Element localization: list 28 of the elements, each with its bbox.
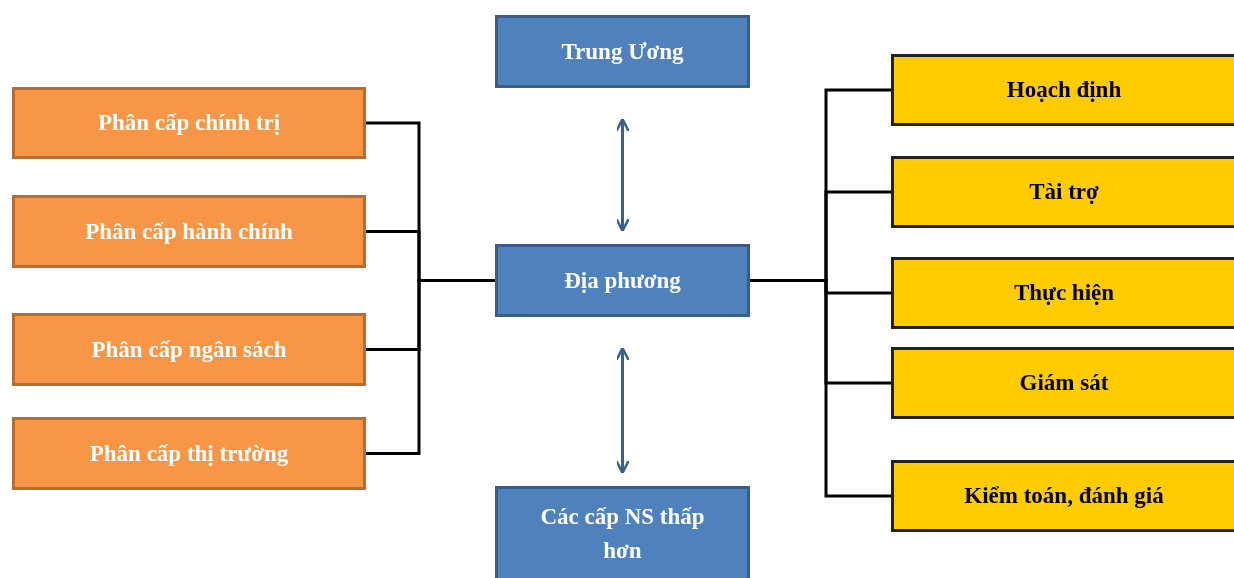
box-label: Giám sát	[1019, 369, 1109, 398]
box-label: Phân cấp hành chính	[85, 217, 293, 246]
box-label: Trung Ương	[561, 37, 684, 66]
level-box	[495, 486, 750, 578]
box-label: Phân cấp ngân sách	[91, 335, 287, 364]
box-label: Thực hiện	[1013, 279, 1115, 308]
connector-line	[750, 279, 891, 498]
decentralization-box	[12, 87, 366, 159]
level-box	[495, 15, 750, 88]
box-label: Phân cấp thị trường	[89, 439, 289, 468]
box-label: Tài trợ	[1029, 178, 1099, 207]
connector-line	[366, 279, 495, 455]
stage-box	[891, 54, 1234, 126]
double-arrow	[615, 346, 630, 475]
stage-box	[891, 257, 1234, 329]
box-label: Địa phương	[564, 266, 681, 295]
stage-box	[891, 460, 1234, 532]
box-label: Kiểm toán, đánh giá	[964, 482, 1164, 511]
box-label: Hoạch định	[1006, 76, 1122, 105]
decentralization-box	[12, 313, 366, 386]
double-arrow	[615, 117, 630, 233]
box-label: Phân cấp chính trị	[97, 109, 281, 138]
stage-box	[891, 347, 1234, 419]
decentralization-box	[12, 417, 366, 490]
box-label: Các cấp NS thấp hơn	[539, 503, 706, 565]
stage-box	[891, 156, 1234, 228]
decentralization-box	[12, 195, 366, 268]
level-box	[495, 244, 750, 317]
